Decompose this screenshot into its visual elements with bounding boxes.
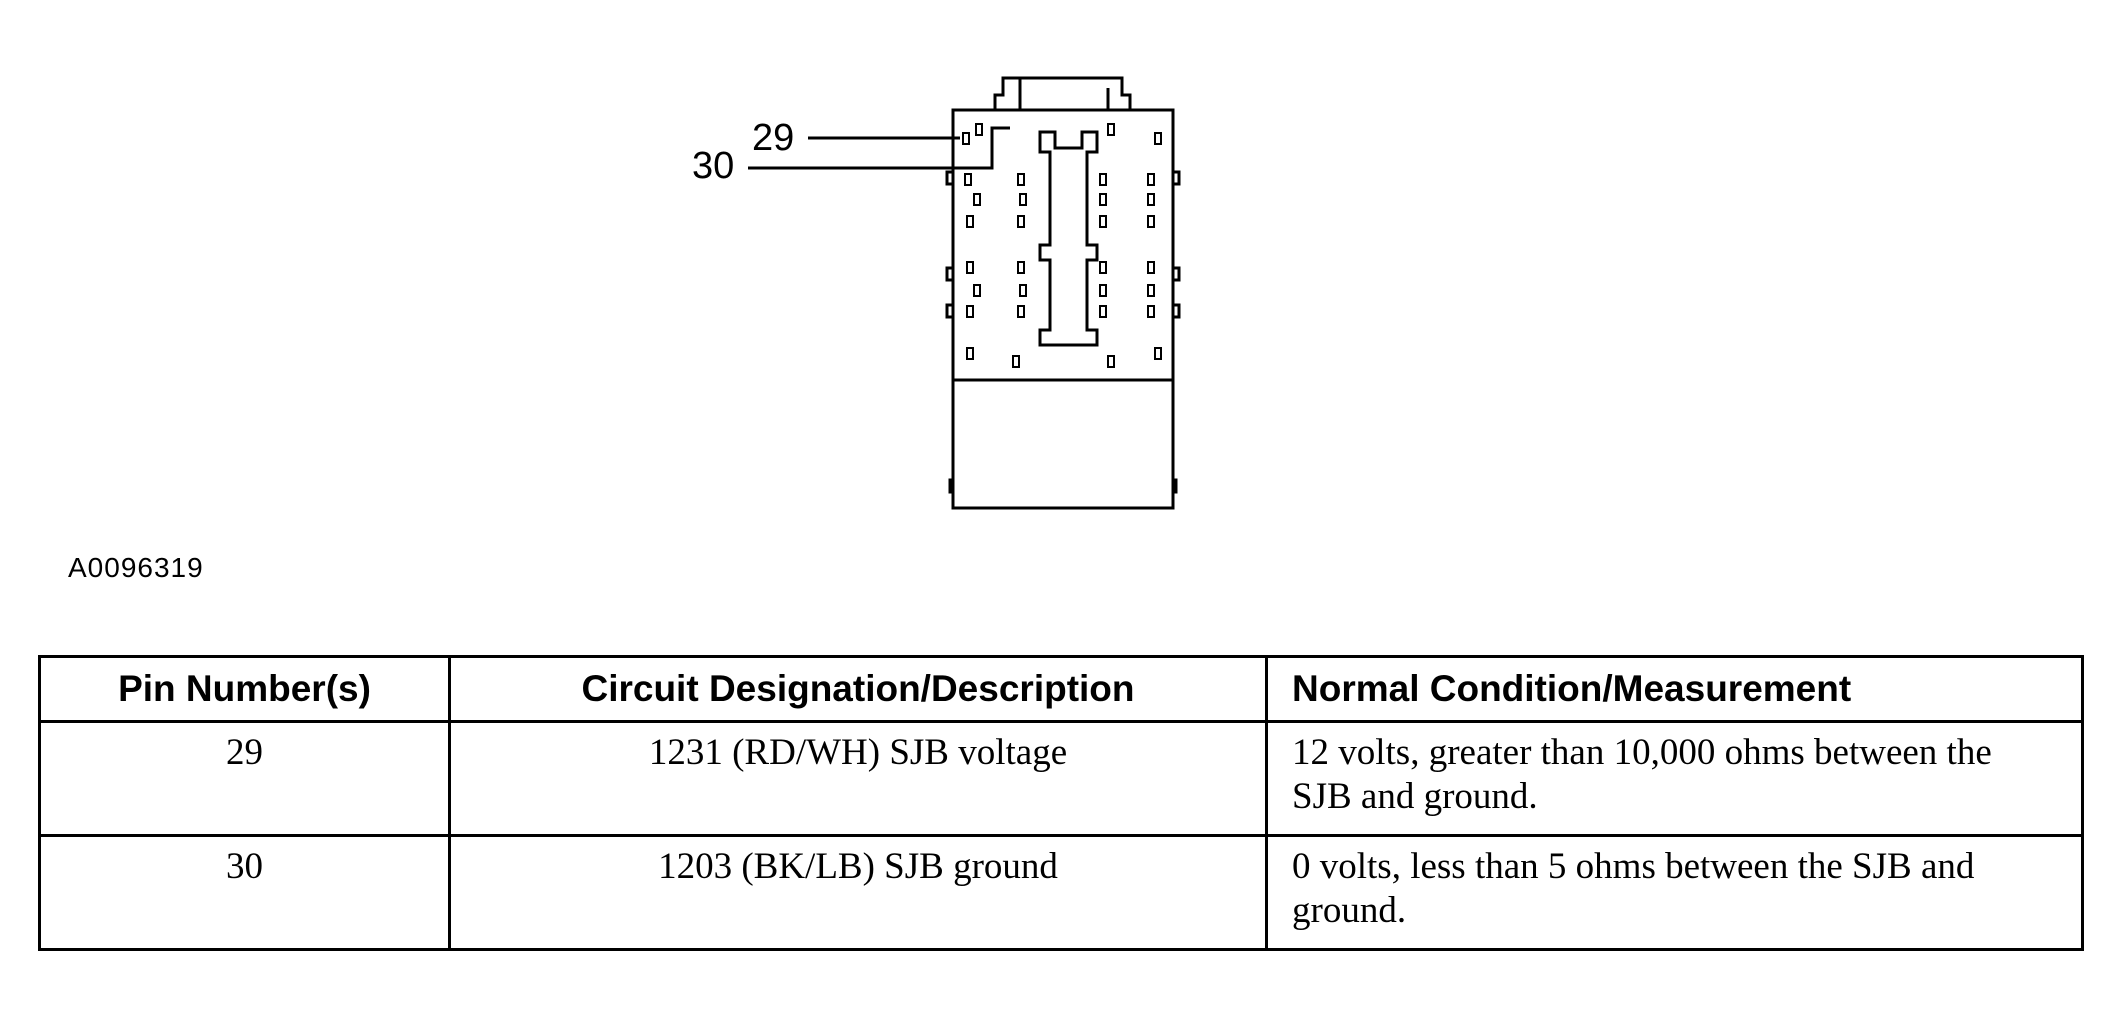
pin-table: Pin Number(s) Circuit Designation/Descri… xyxy=(38,655,2084,951)
header-pin-numbers: Pin Number(s) xyxy=(38,655,451,723)
pin-cavity xyxy=(1017,173,1025,186)
pin-cavity xyxy=(966,215,974,228)
header-normal-condition: Normal Condition/Measurement xyxy=(1265,655,2084,723)
pin-cavity xyxy=(1107,123,1115,136)
pin-cavity xyxy=(973,284,981,297)
cell-normal-condition: 12 volts, greater than 10,000 ohms betwe… xyxy=(1265,720,2084,837)
pin-cavity xyxy=(1017,261,1025,274)
cell-circuit-description: 1203 (BK/LB) SJB ground xyxy=(448,834,1268,951)
cell-pin-number: 29 xyxy=(38,720,451,837)
cell-normal-condition: 0 volts, less than 5 ohms between the SJ… xyxy=(1265,834,2084,951)
pin-cavity xyxy=(973,193,981,206)
pin-cavity xyxy=(1147,305,1155,318)
pin-cavity xyxy=(1154,132,1162,145)
cell-pin-number: 30 xyxy=(38,834,451,951)
pin-cavity xyxy=(1019,284,1027,297)
pin-cavity xyxy=(964,173,972,186)
pin-cavity xyxy=(1147,173,1155,186)
pin-cavity xyxy=(1012,355,1020,368)
pin-cavity xyxy=(1017,305,1025,318)
pin-cavity xyxy=(966,347,974,360)
pin-cavity xyxy=(1099,173,1107,186)
pin-cavity xyxy=(966,261,974,274)
pin-cavity xyxy=(966,305,974,318)
pin-cavity xyxy=(1099,305,1107,318)
callout-label-pin-30: 30 xyxy=(692,145,734,187)
callout-label-pin-29: 29 xyxy=(752,117,794,159)
figure-id: A0096319 xyxy=(68,552,204,583)
pin-cavity xyxy=(975,123,983,136)
connector-diagram: 29 30 xyxy=(692,76,1181,510)
cell-circuit-description: 1231 (RD/WH) SJB voltage xyxy=(448,720,1268,837)
table-row: 29 1231 (RD/WH) SJB voltage 12 volts, gr… xyxy=(38,720,2084,837)
pin-cavities xyxy=(962,123,1162,368)
pin-cavity xyxy=(1107,355,1115,368)
pin-cavity xyxy=(1147,284,1155,297)
connector-body xyxy=(945,76,1181,510)
pin-cavity xyxy=(1099,284,1107,297)
pin-cavity xyxy=(1099,261,1107,274)
pin-cavity xyxy=(1147,261,1155,274)
pin-cavity xyxy=(1099,215,1107,228)
callout-lines xyxy=(748,126,1010,170)
pin-cavity xyxy=(1147,193,1155,206)
pin-cavity xyxy=(962,132,970,145)
table-row: 30 1203 (BK/LB) SJB ground 0 volts, less… xyxy=(38,834,2084,951)
pin-cavity xyxy=(1017,215,1025,228)
pin-cavity xyxy=(1154,347,1162,360)
pin-cavity xyxy=(1099,193,1107,206)
pin-cavity xyxy=(1147,215,1155,228)
header-circuit-description: Circuit Designation/Description xyxy=(448,655,1268,723)
table-header-row: Pin Number(s) Circuit Designation/Descri… xyxy=(38,655,2084,723)
pin-cavity xyxy=(1019,193,1027,206)
